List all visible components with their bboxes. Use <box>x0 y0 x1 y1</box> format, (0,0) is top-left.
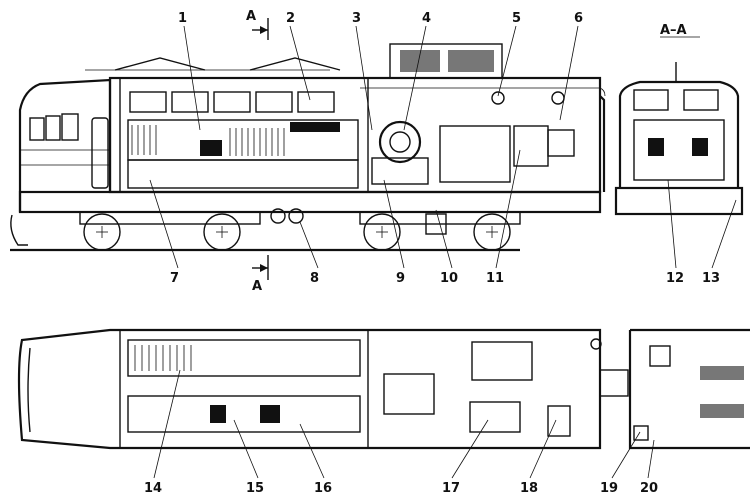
callout-leaders <box>149 25 737 479</box>
callout-19: 19 <box>600 481 618 496</box>
traction-generator <box>378 120 422 164</box>
callout-1: 1 <box>178 11 187 26</box>
callout-6: 6 <box>574 11 583 26</box>
pantograph-2 <box>249 57 341 71</box>
callout-5: 5 <box>512 11 521 26</box>
cab-door <box>91 117 109 189</box>
callout-20: 20 <box>640 481 658 496</box>
callout-2: 2 <box>286 11 295 26</box>
engine-room-body <box>108 76 602 194</box>
plan-outline <box>17 328 602 450</box>
callout-17: 17 <box>442 481 460 496</box>
cab-body <box>18 78 112 212</box>
cut-letter-bottom: A <box>252 279 262 294</box>
resistor-grille-1 <box>400 50 440 72</box>
aux-machine <box>439 125 511 183</box>
compressor <box>513 125 549 167</box>
callout-8: 8 <box>310 271 319 286</box>
callout-7: 7 <box>170 271 179 286</box>
callout-15: 15 <box>246 481 264 496</box>
plan-view <box>17 328 750 450</box>
plan-compressor <box>469 401 521 433</box>
resistor-grille-2 <box>448 50 494 72</box>
roof-right <box>360 87 606 97</box>
plan-nose <box>27 347 31 433</box>
generator-base <box>371 157 429 185</box>
rear-bogie <box>359 211 521 251</box>
plan-cabinet-lower <box>127 395 361 433</box>
callout-3: 3 <box>352 11 361 26</box>
underframe <box>18 190 602 214</box>
callout-13: 13 <box>702 271 720 286</box>
section-cut-bottom: A <box>252 255 269 294</box>
plan-cabinet-upper <box>127 339 361 377</box>
cab-window-3 <box>61 113 79 141</box>
section-title: А–А <box>660 23 687 38</box>
control-box <box>547 129 575 157</box>
callout-12: 12 <box>666 271 684 286</box>
plan-coupler <box>599 369 629 397</box>
callout-14: 14 <box>144 481 162 496</box>
plan-aux <box>471 341 533 381</box>
fan-2 <box>551 91 565 105</box>
plan-generator <box>383 373 435 415</box>
cab-window-1 <box>29 117 45 141</box>
callout-16: 16 <box>314 481 332 496</box>
side-view: A A <box>10 9 606 294</box>
roof-resistor <box>389 43 503 79</box>
section-body <box>618 80 740 188</box>
callout-4: 4 <box>422 11 431 26</box>
cut-letter-top: A <box>246 9 256 24</box>
callout-10: 10 <box>440 271 458 286</box>
callout-18: 18 <box>520 481 538 496</box>
rear-end <box>599 95 606 192</box>
cab-window-2 <box>45 115 61 141</box>
section-equipment <box>633 119 725 181</box>
section-cut-top: A <box>246 9 269 40</box>
electrical-cabinets <box>127 119 359 189</box>
callout-9: 9 <box>396 271 405 286</box>
fan-1 <box>491 91 505 105</box>
side-windows <box>129 91 335 113</box>
callout-numbers: 1 2 3 4 5 6 7 8 9 10 11 12 13 14 15 16 1… <box>144 11 720 496</box>
section-underframe <box>614 186 744 216</box>
front-bogie <box>79 208 304 251</box>
callout-11: 11 <box>486 271 504 286</box>
section-view: А–А <box>614 23 744 216</box>
pantograph-1 <box>114 57 206 71</box>
front-skirt <box>10 214 28 246</box>
